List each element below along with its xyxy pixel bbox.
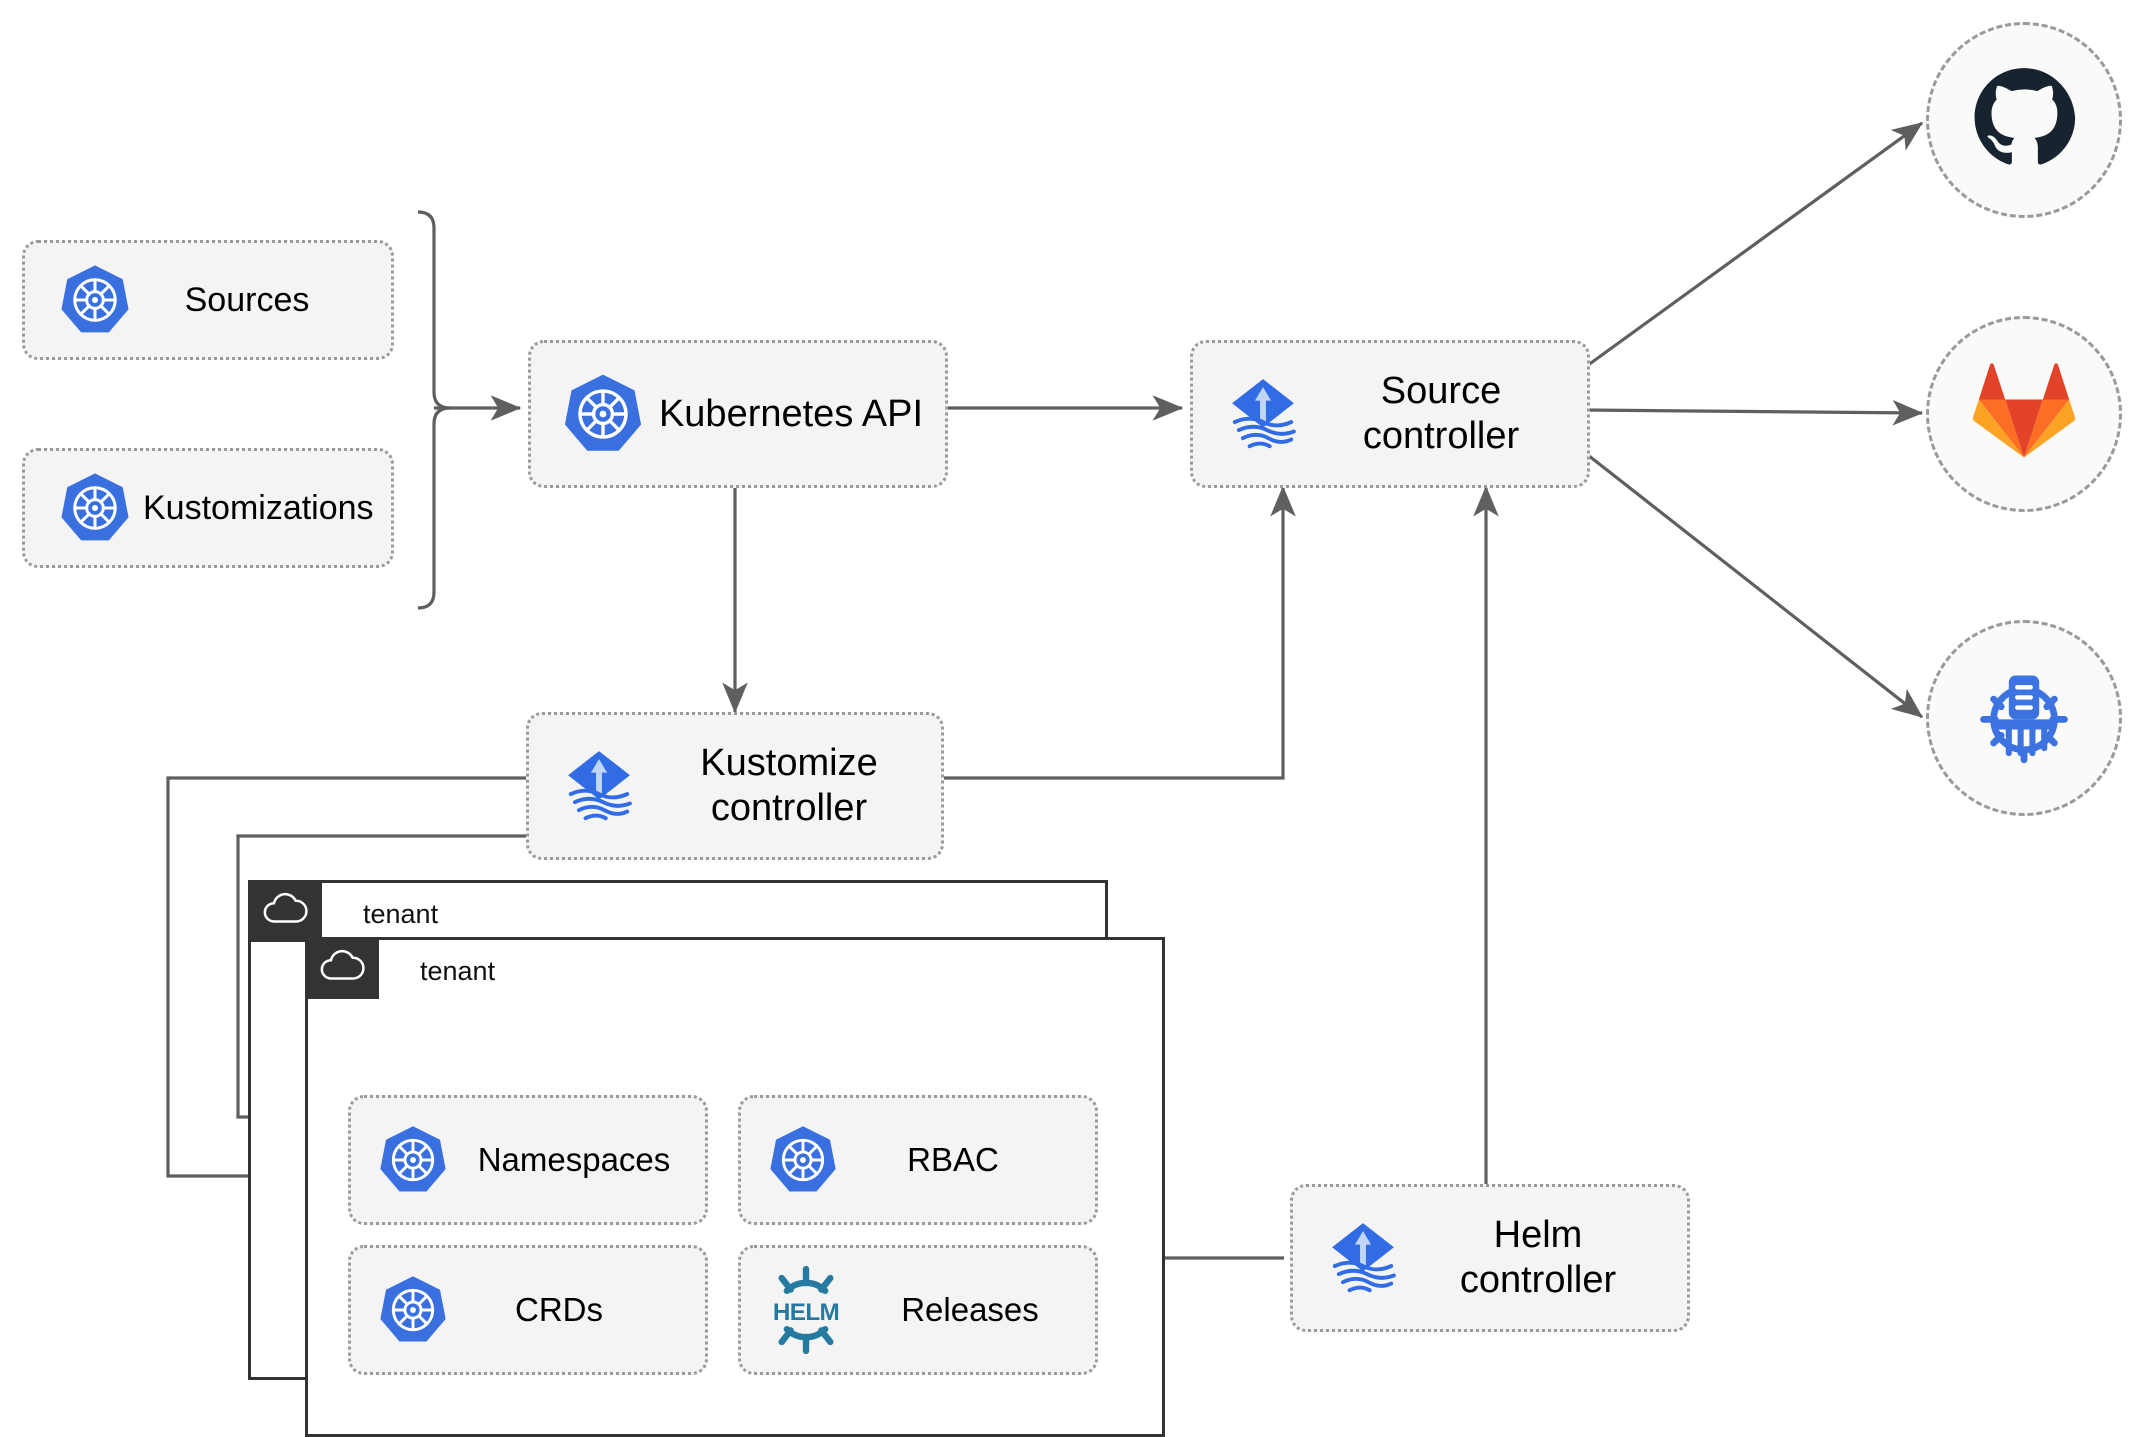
helm-repository-icon	[1970, 662, 2078, 775]
resource-box-releases[interactable]: HELM Releases	[738, 1245, 1098, 1375]
resource-label: CRDs	[515, 1291, 603, 1328]
kubernetes-icon	[47, 263, 143, 337]
input-box-sources[interactable]: Sources	[22, 240, 394, 360]
resource-label: Releases	[901, 1291, 1039, 1328]
tenant-panel-inner[interactable]: tenant Namespaces	[305, 937, 1165, 1437]
flux-icon	[1307, 1215, 1419, 1301]
input-label: Kustomizations	[143, 488, 374, 527]
tenant-tab	[248, 880, 322, 942]
node-kustomize-controller[interactable]: Kustomize controller	[526, 712, 944, 860]
endpoint-github[interactable]	[1926, 22, 2122, 218]
flux-icon	[1207, 371, 1319, 457]
resource-label: RBAC	[907, 1141, 999, 1178]
edge-source-to-helm-repo	[1583, 450, 1924, 719]
node-label: Helm controller	[1459, 1214, 1617, 1301]
node-source-controller[interactable]: Source controller	[1190, 340, 1590, 488]
kubernetes-icon	[549, 372, 657, 456]
tenant-tab	[305, 937, 379, 999]
input-box-kustomizations[interactable]: Kustomizations	[22, 448, 394, 568]
edge-kustomize-to-source	[943, 485, 1296, 780]
resource-box-crds[interactable]: CRDs	[348, 1245, 708, 1375]
group-bracket	[417, 210, 451, 610]
resource-box-namespaces[interactable]: Namespaces	[348, 1095, 708, 1225]
resource-box-rbac[interactable]: RBAC	[738, 1095, 1098, 1225]
cloud-icon	[319, 949, 365, 988]
flux-icon	[543, 743, 655, 829]
node-label: Source controller	[1362, 370, 1520, 457]
kubernetes-icon	[47, 471, 143, 545]
helm-logo-icon: HELM	[751, 1264, 861, 1356]
tenant-label: tenant	[420, 955, 496, 986]
kubernetes-icon	[365, 1124, 461, 1196]
kubernetes-icon	[755, 1124, 851, 1196]
edge-source-to-gitlab	[1583, 399, 1924, 426]
node-helm-controller[interactable]: Helm controller	[1290, 1184, 1690, 1332]
endpoint-gitlab[interactable]	[1926, 316, 2122, 512]
svg-text:HELM: HELM	[773, 1299, 839, 1326]
cloud-icon	[262, 892, 308, 931]
node-kubernetes-api[interactable]: Kubernetes API	[528, 340, 948, 488]
edge-source-to-github	[1583, 121, 1924, 370]
resource-label: Namespaces	[477, 1141, 671, 1178]
github-icon	[1972, 66, 2076, 175]
tenant-label: tenant	[363, 898, 439, 929]
endpoint-helm-repository[interactable]	[1926, 620, 2122, 816]
input-label: Sources	[184, 280, 310, 319]
diagram-canvas: Sources Kustomizations	[22, 22, 2122, 1437]
gitlab-icon	[1972, 360, 2076, 469]
node-label: Kustomize controller	[700, 742, 878, 829]
kubernetes-icon	[365, 1274, 461, 1346]
node-label: Kubernetes API	[658, 392, 924, 435]
